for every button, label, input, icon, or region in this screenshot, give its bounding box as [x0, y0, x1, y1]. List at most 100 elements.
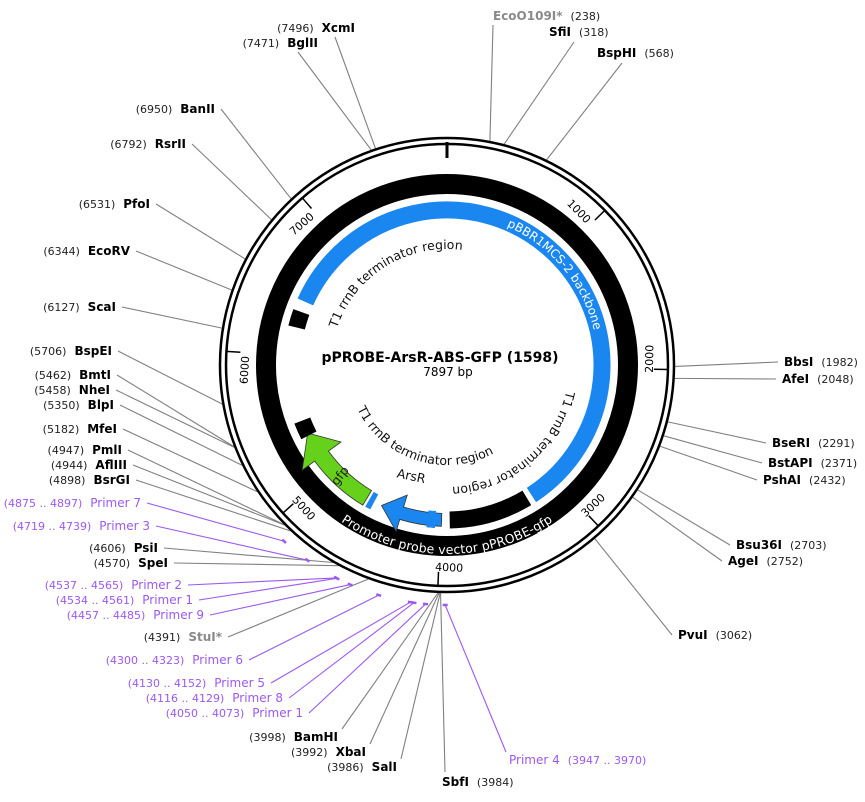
- tick-mark: [301, 197, 313, 210]
- enzyme-site-label[interactable]: (6792)RsrII: [110, 137, 186, 151]
- terminator-feature[interactable]: [449, 490, 532, 529]
- enzyme-site-label[interactable]: PshAI(2432): [763, 473, 846, 487]
- site-position: (4050 .. 4073): [166, 707, 245, 720]
- enzyme-site-label[interactable]: (3986) SalI: [327, 760, 397, 774]
- site-name: BstAPI: [768, 456, 813, 470]
- site-name: Bsu36I: [736, 538, 782, 552]
- primer-label[interactable]: (4116 .. 4129) Primer 8: [146, 691, 283, 705]
- site-position: (4947): [48, 444, 85, 457]
- primer-label[interactable]: (4300 .. 4323)Primer 6: [106, 653, 243, 667]
- site-position: (5706): [30, 345, 67, 358]
- enzyme-site-label[interactable]: (4391)StuI*: [144, 630, 223, 644]
- site-position: (4898): [49, 474, 86, 487]
- enzyme-site-label[interactable]: AfeI (2048): [782, 372, 854, 386]
- enzyme-site-label[interactable]: EcoO109I*(238): [493, 9, 600, 23]
- site-position: (4116 .. 4129): [146, 692, 225, 705]
- site-position: (6531): [79, 198, 116, 211]
- small-feature-block[interactable]: [365, 491, 379, 510]
- site-leader-line: [334, 36, 377, 149]
- site-position: (6344): [43, 245, 80, 258]
- enzyme-site-label[interactable]: (4606)PsiI: [89, 541, 158, 555]
- enzyme-site-label[interactable]: (6127)ScaI: [43, 300, 116, 314]
- small-feature-block[interactable]: [288, 309, 310, 330]
- enzyme-site-label[interactable]: (5458)NheI: [34, 383, 110, 397]
- primer-mark[interactable]: [334, 576, 340, 581]
- primer-label[interactable]: (4050 .. 4073)Primer 1: [166, 706, 303, 720]
- tick-label: 6000: [237, 356, 252, 385]
- site-name: XcmI: [322, 21, 355, 35]
- site-position: (5462): [35, 369, 72, 382]
- backbone-feature[interactable]: [297, 201, 611, 503]
- site-leader-line: [440, 592, 446, 773]
- enzyme-site-label[interactable]: BstAPI(2371): [768, 456, 857, 470]
- site-name: Primer 8: [232, 691, 283, 705]
- enzyme-site-label[interactable]: (5706) BspEI: [30, 344, 112, 358]
- primer-label[interactable]: (4537 .. 4565)Primer 2: [45, 578, 182, 592]
- site-leader-line: [667, 421, 767, 444]
- site-name: SbfI: [442, 775, 469, 789]
- enzyme-site-label[interactable]: AgeI(2752): [728, 554, 803, 568]
- enzyme-site-label[interactable]: (4570)SpeI: [94, 556, 168, 570]
- site-position: (2048): [817, 373, 854, 386]
- enzyme-site-label[interactable]: PvuI(3062): [678, 628, 752, 642]
- small-feature-block[interactable]: [294, 417, 317, 440]
- primer-label[interactable]: (4457 .. 4485)Primer 9: [67, 608, 204, 622]
- site-leader-line: [489, 24, 494, 142]
- enzyme-site-label[interactable]: Bsu36I(2703): [736, 538, 827, 552]
- enzyme-site-label[interactable]: (5462)BmtI: [35, 368, 111, 382]
- site-position: (3986): [327, 761, 364, 774]
- site-leader-line: [637, 489, 731, 546]
- enzyme-site-label[interactable]: SbfI(3984): [442, 775, 514, 789]
- enzyme-site-label[interactable]: (6531)PfoI: [79, 197, 150, 211]
- primer-mark[interactable]: [281, 538, 287, 544]
- primer-label[interactable]: (4719 .. 4739)Primer 3: [13, 519, 150, 533]
- site-position: (3947 .. 3970): [568, 754, 647, 767]
- site-name: BspEI: [74, 344, 112, 358]
- site-position: (4391): [144, 631, 181, 644]
- site-name: EcoRV: [88, 244, 131, 258]
- enzyme-site-label[interactable]: SfiI(318): [549, 25, 609, 39]
- enzyme-site-label[interactable]: (4947)PmlI: [48, 443, 122, 457]
- tick-mark: [437, 571, 440, 586]
- site-name: PshAI: [763, 473, 801, 487]
- tick-mark: [282, 503, 294, 514]
- site-name: AfeI: [782, 372, 809, 386]
- primer-label[interactable]: Primer 4(3947 .. 3970): [509, 753, 646, 767]
- enzyme-site-label[interactable]: (5350)BlpI: [43, 398, 114, 412]
- enzyme-site-label[interactable]: BseRI(2291): [772, 436, 855, 450]
- primer-label[interactable]: (4875 .. 4897)Primer 7: [4, 496, 141, 510]
- site-leader-line: [594, 538, 673, 636]
- site-name: SfiI: [549, 25, 571, 39]
- enzyme-site-label[interactable]: (3998)BamHI: [249, 730, 338, 744]
- enzyme-site-label[interactable]: (6950)BanII: [136, 102, 215, 116]
- site-leader-line: [227, 578, 369, 638]
- primer-label[interactable]: (4534 .. 4561)Primer 1: [56, 593, 193, 607]
- primer-mark[interactable]: [375, 593, 382, 597]
- enzyme-site-label[interactable]: (6344) EcoRV: [43, 244, 130, 258]
- site-leader-line: [127, 449, 285, 526]
- enzyme-site-label[interactable]: BspHI(568): [597, 46, 674, 60]
- primer-mark[interactable]: [411, 601, 417, 605]
- enzyme-site-label[interactable]: (7496)XcmI: [277, 21, 355, 35]
- primer-mark[interactable]: [304, 557, 311, 563]
- tick-label: 4000: [435, 561, 464, 575]
- site-leader-line: [674, 361, 779, 367]
- site-position: (568): [644, 47, 674, 60]
- site-name: SalI: [372, 760, 397, 774]
- primer-leader-line: [209, 584, 351, 616]
- site-labels: (7496)XcmI(7471)BglII (6950)BanII (6792)Rs…: [4, 9, 858, 789]
- enzyme-site-label[interactable]: (5182)MfeI: [43, 422, 117, 436]
- primer-label[interactable]: (4130 .. 4152)Primer 5: [128, 676, 265, 690]
- terminator-label-bottom: T1 rrnB terminator region: [354, 402, 495, 468]
- enzyme-site-label[interactable]: BbsI(1982): [784, 355, 858, 369]
- vector-feature-ring[interactable]: [256, 174, 638, 556]
- enzyme-site-label[interactable]: (4944)AflIII: [51, 458, 127, 472]
- enzyme-site-label[interactable]: (3992)XbaI: [291, 745, 366, 759]
- site-name: Primer 1: [142, 593, 193, 607]
- enzyme-site-label[interactable]: (7471)BglII: [243, 36, 318, 50]
- plasmid-title: pPROBE-ArsR-ABS-GFP (1598): [321, 350, 558, 366]
- primer-mark[interactable]: [347, 582, 353, 587]
- enzyme-site-label[interactable]: (4898)BsrGI: [49, 473, 130, 487]
- site-position: (3062): [716, 629, 753, 642]
